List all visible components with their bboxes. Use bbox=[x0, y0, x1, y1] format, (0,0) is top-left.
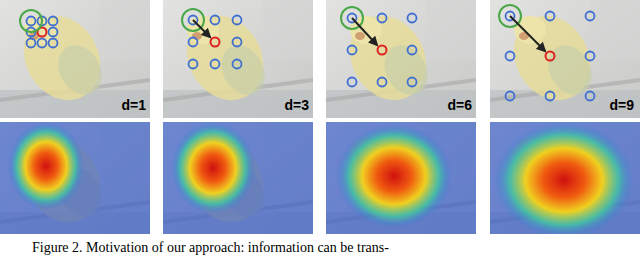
distance-label: d=1 bbox=[121, 98, 146, 112]
distance-label: d=9 bbox=[609, 98, 634, 112]
distance-label: d=3 bbox=[284, 98, 309, 112]
distance-label: d=6 bbox=[447, 98, 472, 112]
figure-caption: Figure 2. Motivation of our approach: in… bbox=[32, 240, 389, 255]
